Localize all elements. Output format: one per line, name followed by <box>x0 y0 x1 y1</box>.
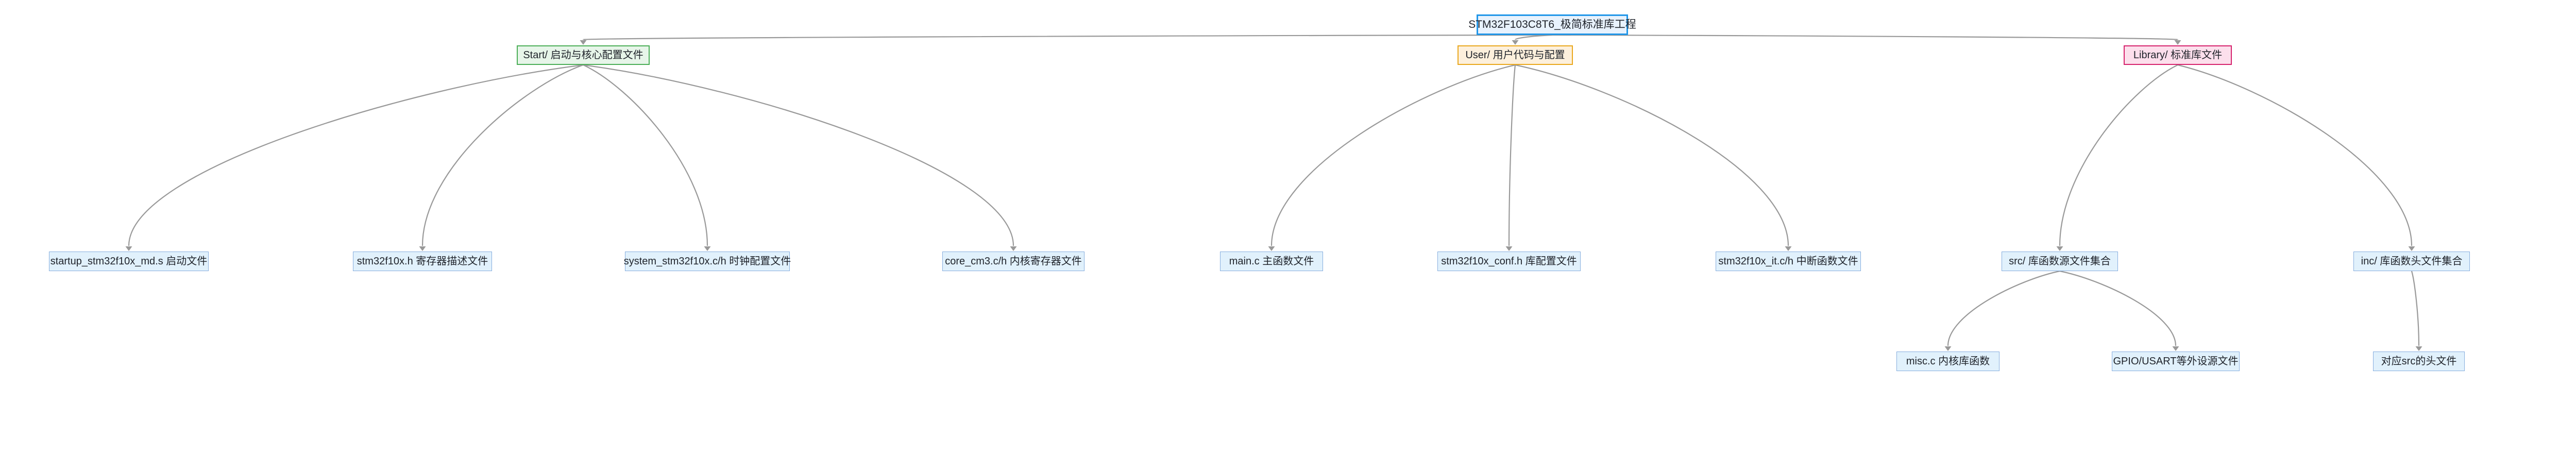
arrowhead-library-to-src <box>2056 246 2063 251</box>
arrowhead-start-to-corecm3 <box>1010 246 1017 251</box>
edge-start-to-startup <box>128 64 584 246</box>
edge-start-to-systemstm32 <box>583 64 708 246</box>
arrowhead-root-to-library <box>2174 40 2181 45</box>
node-label-mainc: main.c 主函数文件 <box>1229 255 1314 267</box>
node-start[interactable]: Start/ 启动与核心配置文件 <box>517 45 650 65</box>
node-label-itch: stm32f10x_it.c/h 中断函数文件 <box>1718 255 1858 267</box>
edge-start-to-corecm3 <box>583 64 1014 246</box>
node-label-corecm3: core_cm3.c/h 内核寄存器文件 <box>945 255 1082 267</box>
node-gpiousart[interactable]: GPIO/USART等外设源文件 <box>2112 352 2240 371</box>
arrowhead-start-to-systemstm32 <box>704 246 711 251</box>
edge-user-to-confh <box>1508 64 1516 246</box>
node-root[interactable]: STM32F103C8T6_极简标准库工程 <box>1468 14 1636 35</box>
node-label-inc: inc/ 库函数头文件集合 <box>2361 255 2463 267</box>
arrowhead-user-to-mainc <box>1268 246 1275 251</box>
node-label-stm32f10xh: stm32f10x.h 寄存器描述文件 <box>357 255 488 267</box>
node-label-confh: stm32f10x_conf.h 库配置文件 <box>1441 255 1577 267</box>
node-corecm3[interactable]: core_cm3.c/h 内核寄存器文件 <box>942 252 1084 271</box>
arrowhead-src-to-gpiousart <box>2172 346 2179 351</box>
arrowhead-library-to-inc <box>2408 246 2415 251</box>
edge-user-to-mainc <box>1270 64 1516 246</box>
arrowhead-user-to-itch <box>1785 246 1792 251</box>
node-user[interactable]: User/ 用户代码与配置 <box>1458 45 1573 65</box>
node-inc[interactable]: inc/ 库函数头文件集合 <box>2353 252 2470 271</box>
edge-root-to-library <box>1552 34 2179 41</box>
edge-library-to-inc <box>2177 64 2413 246</box>
node-src[interactable]: src/ 库函数源文件集合 <box>2002 252 2118 271</box>
node-miscc[interactable]: misc.c 内核库函数 <box>1896 352 1999 371</box>
node-label-systemstm32: system_stm32f10x.c/h 时钟配置文件 <box>623 255 791 267</box>
node-mainc[interactable]: main.c 主函数文件 <box>1220 252 1323 271</box>
edge-src-to-gpiousart <box>2059 270 2177 346</box>
node-library[interactable]: Library/ 标准库文件 <box>2124 45 2232 65</box>
node-itch[interactable]: stm32f10x_it.c/h 中断函数文件 <box>1716 252 1861 271</box>
node-label-startup: startup_stm32f10x_md.s 启动文件 <box>50 255 208 267</box>
node-label-start: Start/ 启动与核心配置文件 <box>523 49 643 61</box>
node-label-user: User/ 用户代码与配置 <box>1465 49 1565 61</box>
node-startup[interactable]: startup_stm32f10x_md.s 启动文件 <box>49 252 209 271</box>
node-label-gpiousart: GPIO/USART等外设源文件 <box>2113 355 2239 367</box>
edge-start-to-stm32f10xh <box>421 64 584 246</box>
node-label-miscc: misc.c 内核库函数 <box>1906 355 1990 367</box>
node-srcheaders[interactable]: 对应src的头文件 <box>2373 352 2465 371</box>
node-systemstm32[interactable]: system_stm32f10x.c/h 时钟配置文件 <box>624 252 791 271</box>
node-label-src: src/ 库函数源文件集合 <box>2009 255 2111 267</box>
node-label-root: STM32F103C8T6_极简标准库工程 <box>1468 18 1636 30</box>
node-confh[interactable]: stm32f10x_conf.h 库配置文件 <box>1437 252 1581 271</box>
node-stm32f10xh[interactable]: stm32f10x.h 寄存器描述文件 <box>353 252 492 271</box>
edge-src-to-miscc <box>1947 270 2060 346</box>
edge-user-to-itch <box>1515 64 1789 246</box>
node-label-library: Library/ 标准库文件 <box>2133 49 2223 61</box>
edge-root-to-user <box>1514 34 1553 41</box>
arrowhead-root-to-start <box>580 40 587 45</box>
arrowhead-src-to-miscc <box>1944 346 1952 351</box>
edge-inc-to-srcheaders <box>2411 271 2420 346</box>
arrowhead-user-to-confh <box>1505 246 1513 251</box>
arrowhead-inc-to-srcheaders <box>2415 346 2422 351</box>
node-label-srcheaders: 对应src的头文件 <box>2381 355 2457 367</box>
arrowhead-root-to-user <box>1512 40 1519 45</box>
arrowhead-start-to-stm32f10xh <box>419 246 426 251</box>
edge-root-to-start <box>582 34 1553 41</box>
edge-library-to-src <box>2059 64 2178 246</box>
arrowhead-start-to-startup <box>125 246 132 251</box>
